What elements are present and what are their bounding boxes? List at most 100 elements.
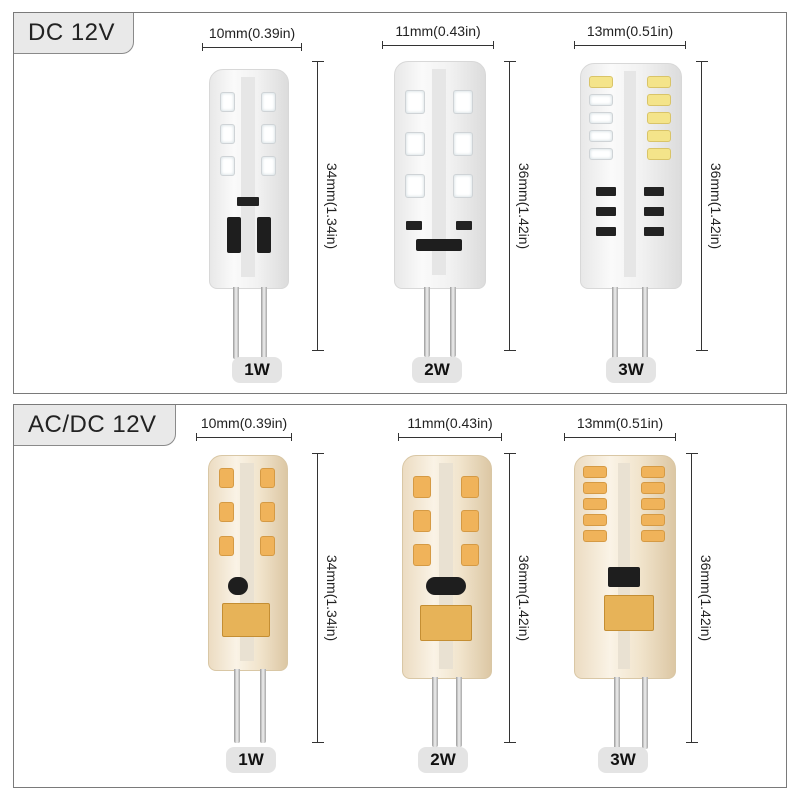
width-label: 11mm(0.43in) [395, 23, 481, 39]
led-chip [590, 149, 612, 159]
led-chip [262, 157, 275, 175]
resistor [237, 197, 259, 206]
led-chip [414, 545, 430, 565]
width-label: 11mm(0.43in) [407, 415, 493, 431]
width-dimension-1w-dc: 10mm(0.39in) [202, 25, 302, 51]
led-chip [221, 157, 234, 175]
capacitor [222, 603, 270, 637]
ac-dc-12v-panel: AC/DC 12V 10mm(0.39in) 34mm(1.34in) 1W 1… [13, 404, 787, 788]
led-chip [642, 515, 664, 525]
led-chip [454, 175, 472, 197]
led-chip [648, 149, 670, 159]
led-chip [590, 77, 612, 87]
height-dimension-2w-ac: 36mm(1.42in) [504, 453, 532, 743]
rectifier-chip [416, 239, 462, 251]
pin [642, 287, 648, 359]
led-chip [454, 91, 472, 113]
dimension-line [398, 433, 502, 441]
led-chip [220, 537, 233, 555]
dimension-line [202, 43, 302, 51]
dimension-line [382, 41, 494, 49]
led-chip [406, 133, 424, 155]
rectifier-chip [426, 577, 466, 595]
height-label: 36mm(1.42in) [708, 162, 724, 250]
height-dimension-1w-dc: 34mm(1.34in) [312, 61, 340, 351]
led-chip [406, 91, 424, 113]
height-dimension-3w-dc: 36mm(1.42in) [696, 61, 724, 351]
rectifier-chip [257, 217, 271, 253]
capacitor [604, 595, 654, 631]
dc-12v-panel: DC 12V 10mm(0.39in) 34mm(1.34in) 1W 11mm… [13, 12, 787, 394]
led-chip [584, 515, 606, 525]
rectifier-chip [608, 567, 640, 587]
pin [234, 669, 240, 743]
led-chip [584, 483, 606, 493]
pin [261, 287, 267, 359]
led-chip [462, 545, 478, 565]
height-label: 36mm(1.42in) [516, 162, 532, 250]
power-badge-1w-dc: 1W [232, 357, 282, 383]
led-chip [642, 467, 664, 477]
power-badge-2w-dc: 2W [412, 357, 462, 383]
power-badge-3w-ac: 3W [598, 747, 648, 773]
led-chip [261, 537, 274, 555]
led-chip [262, 125, 275, 143]
dimension-line [196, 433, 292, 441]
resistor [596, 227, 616, 236]
led-chip [584, 531, 606, 541]
led-chip [454, 133, 472, 155]
width-dimension-2w-dc: 11mm(0.43in) [382, 23, 494, 49]
pin [614, 677, 620, 749]
led-chip [462, 477, 478, 497]
led-chip [406, 175, 424, 197]
width-dimension-3w-dc: 13mm(0.51in) [574, 23, 686, 49]
led-chip [648, 131, 670, 141]
capacitor [420, 605, 472, 641]
led-chip [462, 511, 478, 531]
led-chip [642, 531, 664, 541]
width-label: 10mm(0.39in) [200, 415, 288, 431]
power-badge-3w-dc: 3W [606, 357, 656, 383]
panel-tag-ac-dc: AC/DC 12V [14, 405, 176, 446]
height-label: 36mm(1.42in) [698, 554, 714, 642]
pin [456, 677, 462, 747]
power-badge-2w-ac: 2W [418, 747, 468, 773]
pin [450, 287, 456, 357]
resistor [644, 207, 664, 216]
width-label: 13mm(0.51in) [576, 415, 664, 431]
led-chip [584, 467, 606, 477]
height-dimension-2w-dc: 36mm(1.42in) [504, 61, 532, 351]
led-chip [648, 113, 670, 123]
power-badge-1w-ac: 1W [226, 747, 276, 773]
led-chip [590, 131, 612, 141]
width-label: 10mm(0.39in) [208, 25, 296, 41]
led-chip [261, 469, 274, 487]
pin [424, 287, 430, 357]
rectifier-chip [227, 217, 241, 253]
led-chip [220, 503, 233, 521]
led-chip [642, 483, 664, 493]
led-chip [262, 93, 275, 111]
width-dimension-2w-ac: 11mm(0.43in) [398, 415, 502, 441]
pin [233, 287, 239, 359]
pin [612, 287, 618, 359]
width-dimension-1w-ac: 10mm(0.39in) [196, 415, 292, 441]
led-chip [220, 469, 233, 487]
pin [260, 669, 266, 743]
height-label: 36mm(1.42in) [516, 554, 532, 642]
height-dimension-3w-ac: 36mm(1.42in) [686, 453, 714, 743]
led-chip [590, 95, 612, 105]
led-chip [648, 95, 670, 105]
panel-tag-dc: DC 12V [14, 13, 135, 54]
resistor [456, 221, 472, 230]
led-chip [584, 499, 606, 509]
resistor [406, 221, 422, 230]
width-dimension-3w-ac: 13mm(0.51in) [564, 415, 676, 441]
resistor [596, 207, 616, 216]
height-label: 34mm(1.34in) [324, 554, 340, 642]
rectifier-chip [228, 577, 248, 595]
resistor [644, 227, 664, 236]
led-chip [590, 113, 612, 123]
dimension-line [564, 433, 676, 441]
height-dimension-1w-ac: 34mm(1.34in) [312, 453, 340, 743]
